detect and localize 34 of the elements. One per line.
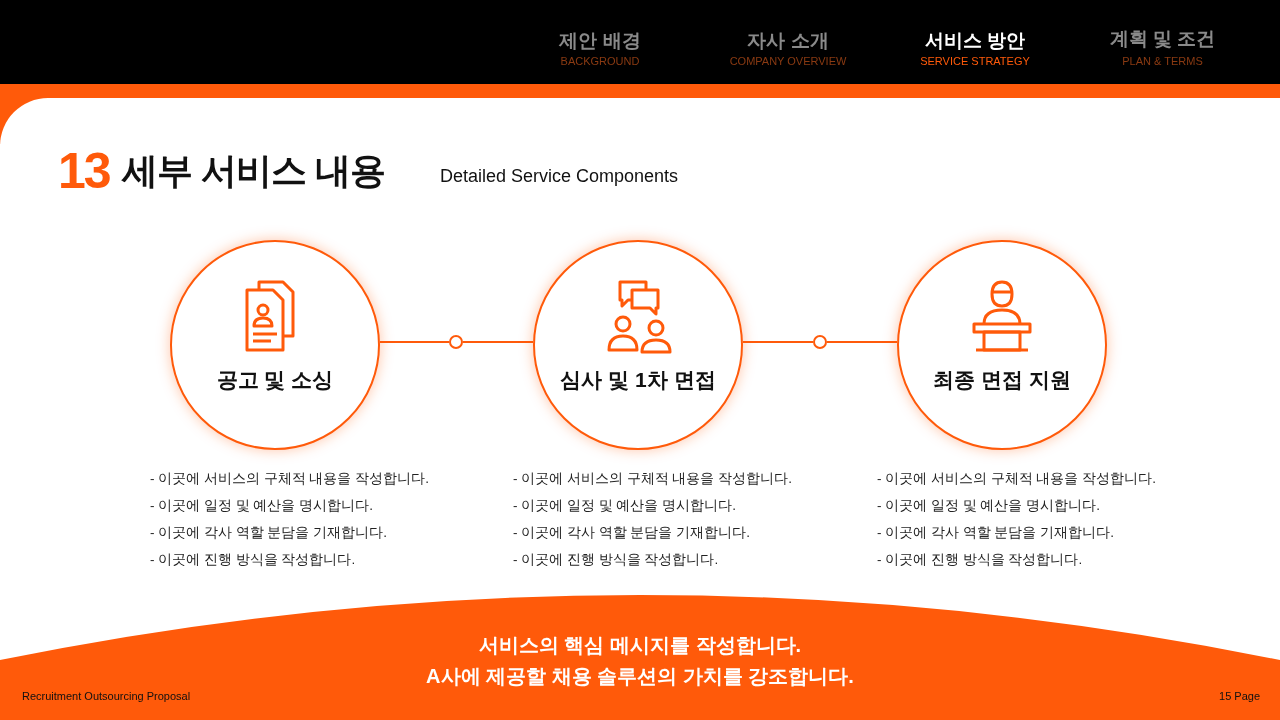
footer-text: Recruitment Outsourcing Proposal	[22, 690, 191, 702]
bullet-text: - 이곳에 각사 역할 분담을 기재합니다.	[877, 524, 1114, 542]
bullet-text: - 이곳에 일정 및 예산을 명시합니다.	[877, 497, 1100, 515]
nav-item: 제안 배경	[558, 29, 642, 53]
bullet-text: - 이곳에 진행 방식을 작성합니다.	[150, 551, 356, 569]
connector-line	[826, 341, 898, 343]
bullet-text: - 이곳에 각사 역할 분담을 기재합니다.	[150, 524, 387, 542]
section-number: 13	[58, 142, 110, 200]
step-title: 심사 및 1차 면접	[559, 367, 717, 393]
nav-item: 계획 및 조건	[1108, 27, 1217, 51]
nav-item: 서비스 방안	[923, 29, 1027, 53]
nav-subtitle: BACKGROUND	[559, 55, 641, 67]
bullet-text: - 이곳에 일정 및 예산을 명시합니다.	[150, 497, 373, 515]
bullet-text: - 이곳에 일정 및 예산을 명시합니다.	[513, 497, 736, 515]
connector-line	[742, 341, 814, 343]
connector-line	[462, 341, 534, 343]
bullet-text: - 이곳에 서비스의 구체적 내용을 작성합니다.	[877, 470, 1156, 488]
key-message: 서비스의 핵심 메시지를 작성합니다.	[477, 633, 803, 658]
bullet-text: - 이곳에 진행 방식을 작성합니다.	[513, 551, 719, 569]
page-title: 세부 서비스 내용	[122, 149, 385, 193]
step-title: 최종 면접 지원	[932, 367, 1072, 393]
bullet-text: - 이곳에 서비스의 구체적 내용을 작성합니다.	[513, 470, 792, 488]
nav-subtitle: COMPANY OVERVIEW	[728, 55, 848, 67]
step-title: 공고 및 소싱	[215, 367, 335, 393]
nav-subtitle: SERVICE STRATEGY	[919, 55, 1031, 67]
nav-item: 자사 소개	[746, 29, 830, 53]
key-message: A사에 제공할 채용 솔루션의 가치를 강조합니다.	[425, 664, 855, 689]
bullet-text: - 이곳에 진행 방식을 작성합니다.	[877, 551, 1083, 569]
connector-line	[379, 341, 450, 343]
nav-subtitle: PLAN & TERMS	[1121, 55, 1204, 67]
section-subtitle: Detailed Service Components	[440, 166, 679, 187]
bullet-text: - 이곳에 서비스의 구체적 내용을 작성합니다.	[150, 470, 429, 488]
page-number: 15 Page	[1218, 690, 1260, 702]
bullet-text: - 이곳에 각사 역할 분담을 기재합니다.	[513, 524, 750, 542]
